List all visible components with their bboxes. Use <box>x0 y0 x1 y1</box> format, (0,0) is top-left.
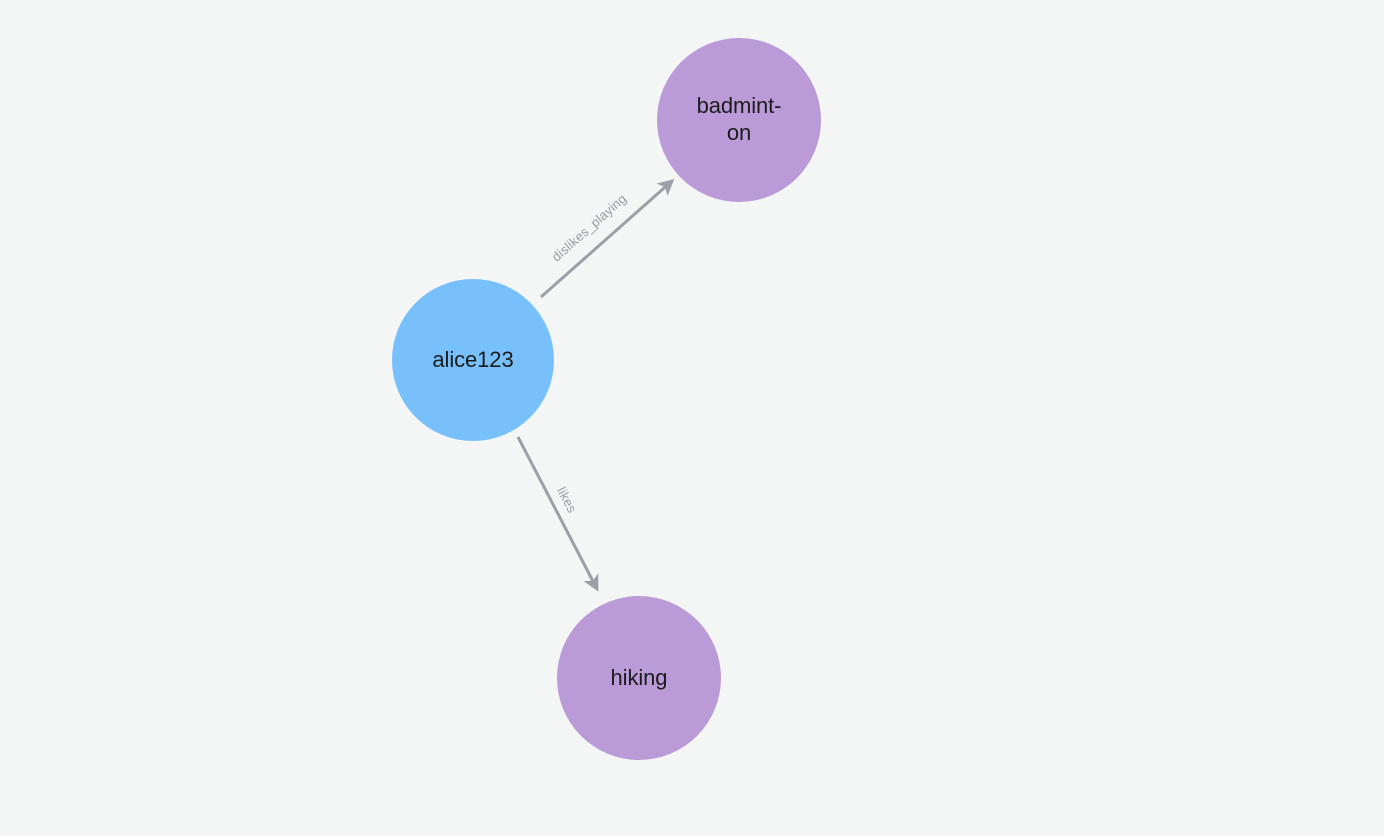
graph-node-badminton[interactable]: badmint- on <box>657 38 821 202</box>
edge-line <box>516 436 599 592</box>
node-label-alice123: alice123 <box>432 346 514 372</box>
edge-line <box>540 179 675 299</box>
graph-node-hiking[interactable]: hiking <box>557 596 721 760</box>
node-label-hiking: hiking <box>610 664 668 690</box>
edge-alice123-badminton[interactable]: dislikes_playing <box>540 179 675 299</box>
node-label-badminton: badmint- on <box>696 93 782 145</box>
graph-node-alice123[interactable]: alice123 <box>392 279 554 441</box>
edge-alice123-hiking[interactable]: likes <box>516 436 599 592</box>
